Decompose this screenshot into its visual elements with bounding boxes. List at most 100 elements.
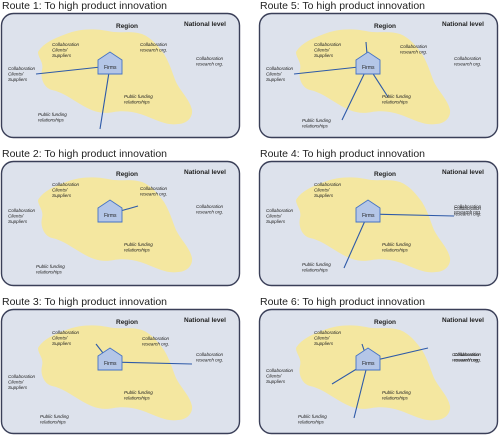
research-label-line2: research org. (142, 342, 169, 347)
research-label-line2: research org. (454, 212, 481, 217)
national-funding-label-line2: relationships (302, 124, 328, 129)
clients-label-line1: Collaboration (52, 182, 80, 187)
research-label-line1: Collaboration (140, 42, 168, 47)
firm-icon (355, 347, 381, 371)
clients-label-line1: Collaboration (52, 330, 80, 335)
route-title: Route 1: To high product innovation (2, 0, 168, 12)
national-clients-label-line3: Suppliers (8, 219, 28, 224)
national-research-label-line2: research org. (196, 358, 223, 363)
funding-label-line1: Public funding (124, 242, 153, 247)
region-shape (38, 325, 193, 421)
funding-label-line2: relationships (124, 100, 150, 105)
national-funding-label-line1: Public funding (298, 414, 327, 419)
clients-label-line2: Clients/ (314, 48, 330, 53)
national-funding-label-line1: Public funding (40, 414, 69, 419)
clients-label-line2: Clients/ (52, 48, 68, 53)
route-title: Route 6: To high product innovation (260, 296, 426, 308)
clients-label-line3: Suppliers (314, 193, 334, 198)
national-level-label: National level (442, 21, 484, 28)
national-clients-label-line2: Clients/ (266, 72, 282, 77)
funding-label-line1: Public funding (124, 390, 153, 395)
national-level-label: National level (442, 317, 484, 324)
region-shape (296, 325, 451, 421)
region-label: Region (116, 171, 138, 178)
route-title: Route 2: To high product innovation (2, 148, 168, 160)
research-label-line1: Collaboration (454, 206, 482, 211)
clients-label-line1: Collaboration (314, 330, 342, 335)
national-funding-label-line2: relationships (302, 268, 328, 273)
national-level-label: National level (184, 169, 226, 176)
funding-label-line1: Public funding (382, 390, 411, 395)
national-clients-label-line1: Collaboration (8, 374, 36, 379)
national-level-label: National level (442, 169, 484, 176)
firms-label: Firms (362, 65, 375, 71)
route-title: Route 4: To high product innovation (260, 148, 426, 160)
national-level-label: National level (184, 317, 226, 324)
funding-label-line1: Public funding (124, 94, 153, 99)
funding-label-line2: relationships (382, 100, 408, 105)
national-clients-label-line1: Collaboration (266, 66, 294, 71)
firms-label: Firms (362, 361, 375, 367)
national-clients-label-line1: Collaboration (266, 208, 294, 213)
national-clients-label-line2: Clients/ (8, 72, 24, 77)
research-label-line1: Collaboration (400, 44, 428, 49)
firms-label: Firms (362, 213, 375, 219)
funding-label-line1: Public funding (382, 94, 411, 99)
clients-label-line3: Suppliers (314, 341, 334, 346)
funding-label-line2: relationships (382, 248, 408, 253)
national-clients-label-line3: Suppliers (266, 219, 286, 224)
region-shape (38, 177, 193, 273)
firms-label: Firms (104, 65, 117, 71)
national-clients-label-line1: Collaboration (8, 66, 36, 71)
national-research-label-line2: research org. (196, 210, 223, 215)
research-label-line1: Collaboration (140, 186, 168, 191)
funding-label-line2: relationships (124, 396, 150, 401)
research-label-line2: research org. (452, 358, 479, 363)
national-funding-label-line1: Public funding (36, 264, 65, 269)
research-label-line2: research org. (140, 192, 167, 197)
national-funding-label-line2: relationships (40, 420, 66, 425)
national-research-label-line1: Collaboration (196, 56, 224, 61)
national-funding-label-line2: relationships (298, 420, 324, 425)
firm-icon (97, 51, 123, 75)
region-shape (296, 177, 451, 273)
firms-label: Firms (104, 213, 117, 219)
funding-label-line2: relationships (124, 248, 150, 253)
national-funding-label-line1: Public funding (302, 262, 331, 267)
route-title: Route 3: To high product innovation (2, 296, 168, 308)
national-research-label-line1: Collaboration (454, 352, 482, 357)
national-research-label-line2: research org. (454, 358, 481, 363)
national-funding-label-line2: relationships (38, 118, 64, 123)
firms-label: Firms (104, 361, 117, 367)
national-research-label-line1: Collaboration (196, 352, 224, 357)
national-research-label-line1: Collaboration (454, 56, 482, 61)
national-clients-label-line1: Collaboration (266, 368, 294, 373)
relationship-link (99, 65, 111, 130)
route-title: Route 5: To high product innovation (260, 0, 426, 12)
relationship-link (109, 361, 193, 365)
national-clients-label-line2: Clients/ (8, 380, 24, 385)
region-shape (38, 29, 193, 125)
funding-label-line1: Public funding (382, 242, 411, 247)
national-clients-label-line2: Clients/ (266, 214, 282, 219)
clients-label-line3: Suppliers (52, 341, 72, 346)
clients-label-line1: Collaboration (314, 182, 342, 187)
region-label: Region (374, 23, 396, 30)
region-label: Region (116, 23, 138, 30)
national-research-label-line2: research org. (196, 62, 223, 67)
clients-label-line3: Suppliers (52, 53, 72, 58)
relationship-link (343, 213, 369, 269)
clients-label-line2: Clients/ (314, 188, 330, 193)
clients-label-line2: Clients/ (314, 336, 330, 341)
research-label-line1: Collaboration (452, 352, 480, 357)
